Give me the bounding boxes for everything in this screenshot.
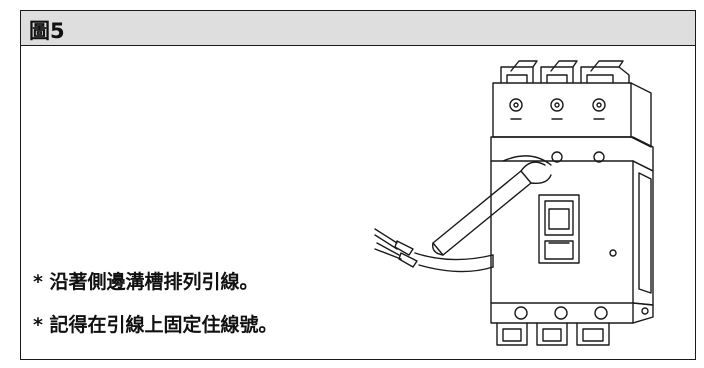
note-wire-routing: * 沿著側邊溝槽排列引線。 [33,271,259,293]
figure-title: 圖5 [29,19,65,43]
note-wire-marker: * 記得在引線上固定住線號。 [33,314,278,336]
bottom-terminals [490,302,654,346]
figure-frame: 圖5 [20,10,696,360]
figure-header: 圖5 [21,11,695,46]
breaker-cover [490,136,654,306]
toggle-handle [538,194,617,264]
lead-wires [374,228,494,273]
top-terminals [500,60,630,84]
screwdriver [432,155,552,256]
circuit-breaker-illustration [374,60,654,346]
